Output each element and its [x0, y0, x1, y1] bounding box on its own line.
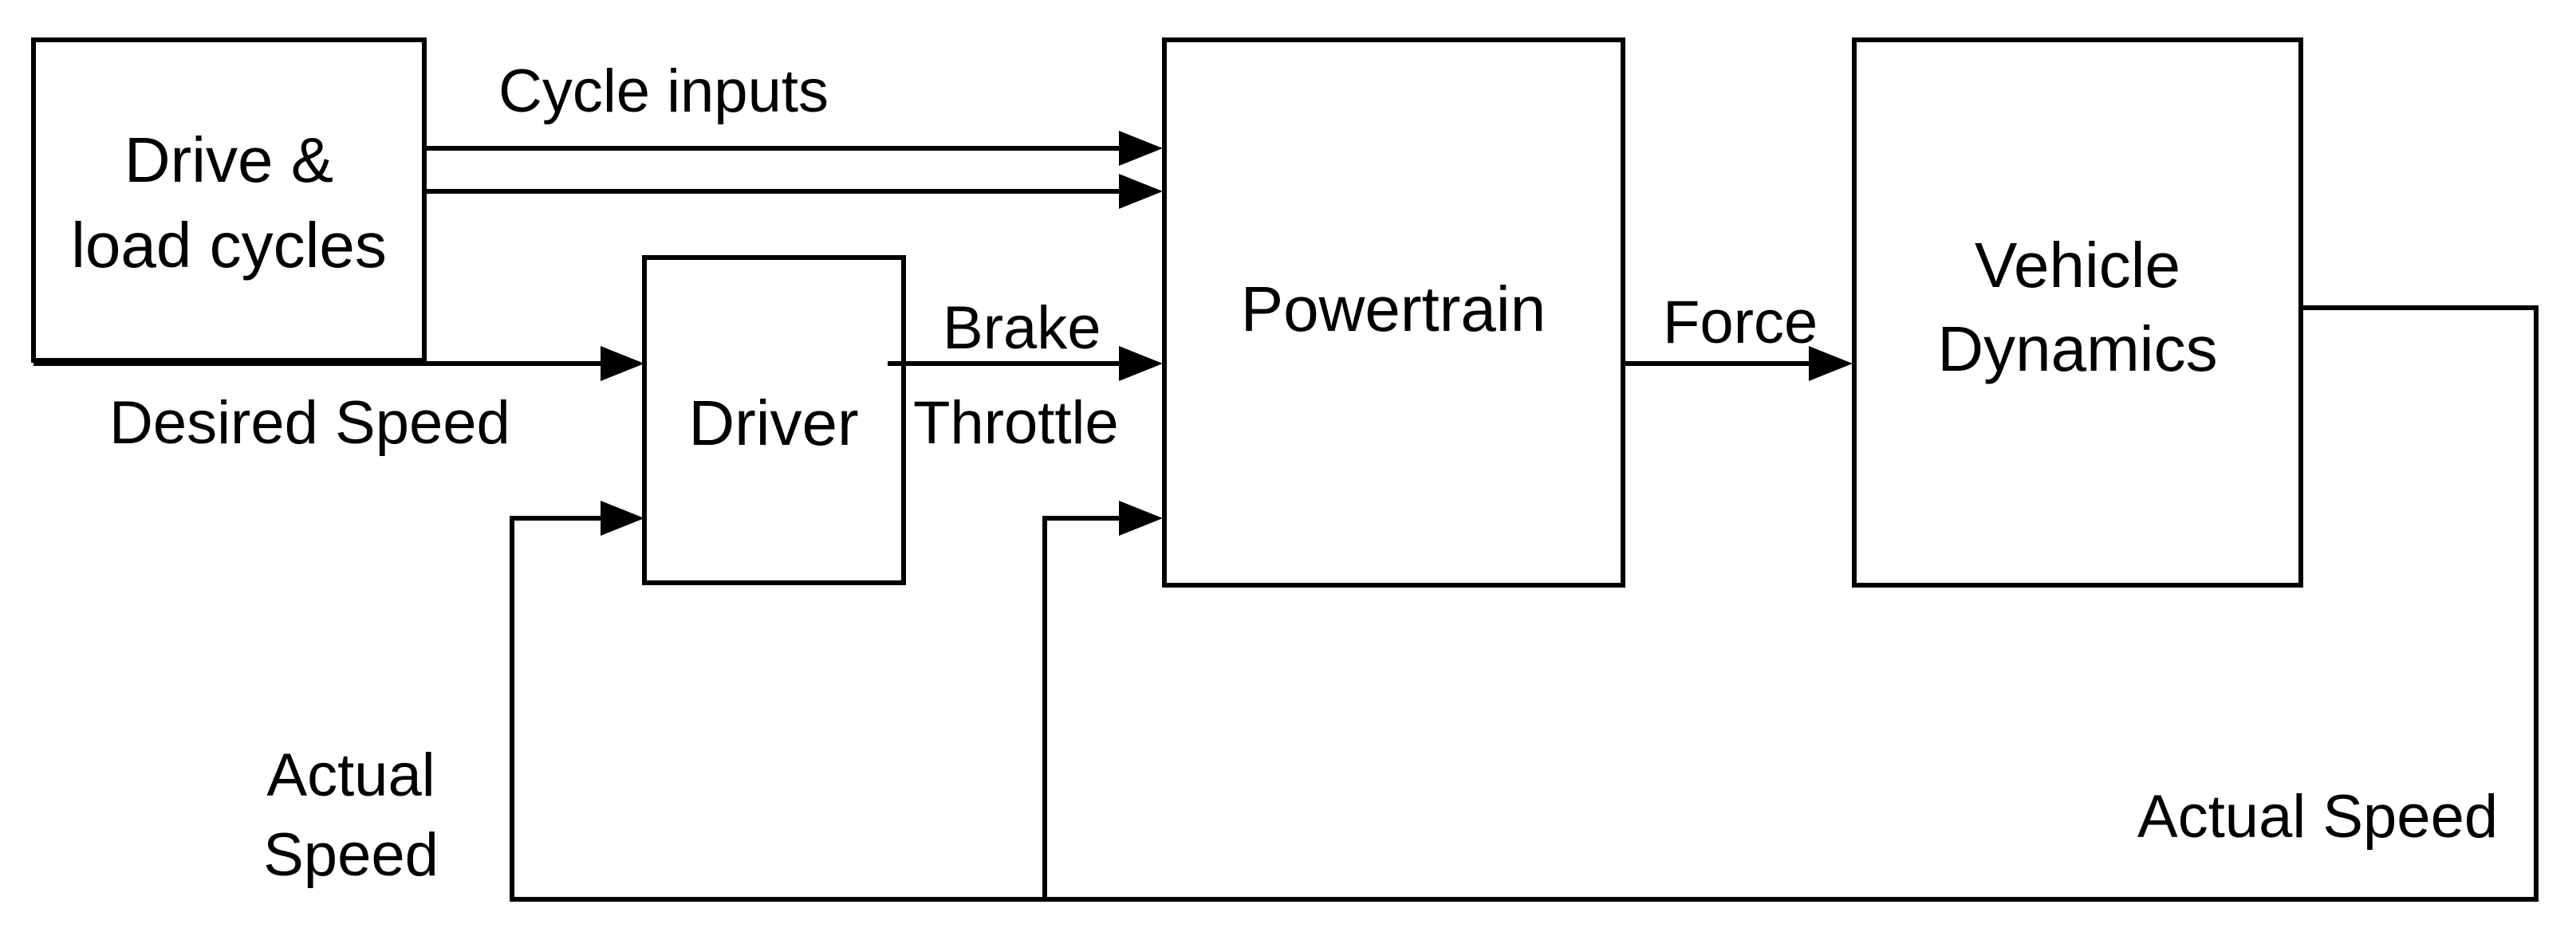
- powertrain-box: [1162, 37, 1625, 588]
- driver-block: Driver: [642, 255, 906, 585]
- actual-speed-right-label: Actual Speed: [2137, 783, 2498, 851]
- actual-speed-feedback-branch: [1042, 501, 1163, 899]
- force-arrow: [1623, 346, 1853, 381]
- actual-speed-feedback: [510, 305, 2539, 902]
- powertrain-label: Powertrain: [1241, 273, 1546, 344]
- driver-box: [642, 255, 906, 585]
- vehicle-dynamics-box: [1852, 37, 2303, 588]
- drive-load-cycles-label-line1: Drive &: [124, 124, 333, 195]
- driver-label: Driver: [688, 387, 858, 458]
- actual-speed-left-label-line1: Actual: [266, 741, 435, 809]
- cycle-inputs-arrow-lower: [424, 174, 1163, 209]
- powertrain-block: Powertrain: [1162, 37, 1625, 588]
- brake-throttle-arrow: [888, 346, 1163, 381]
- drive-load-cycles-label-line2: load cycles: [71, 210, 387, 281]
- cycle-inputs-label: Cycle inputs: [498, 57, 829, 125]
- force-label: Force: [1663, 289, 1818, 356]
- desired-speed-arrow: [33, 346, 644, 381]
- brake-label: Brake: [943, 294, 1101, 362]
- vehicle-dynamics-label-line2: Dynamics: [1937, 313, 2217, 384]
- desired-speed-label: Desired Speed: [109, 389, 510, 457]
- throttle-label: Throttle: [913, 389, 1119, 457]
- vehicle-dynamics-block: Vehicle Dynamics: [1852, 37, 2303, 588]
- drive-load-cycles-block: Drive & load cycles: [31, 37, 427, 363]
- drive-load-cycles-box: [31, 37, 427, 363]
- vehicle-dynamics-label-line1: Vehicle: [1975, 230, 2180, 301]
- actual-speed-left-label-line2: Speed: [263, 821, 439, 889]
- cycle-inputs-arrow-upper: [424, 131, 1163, 166]
